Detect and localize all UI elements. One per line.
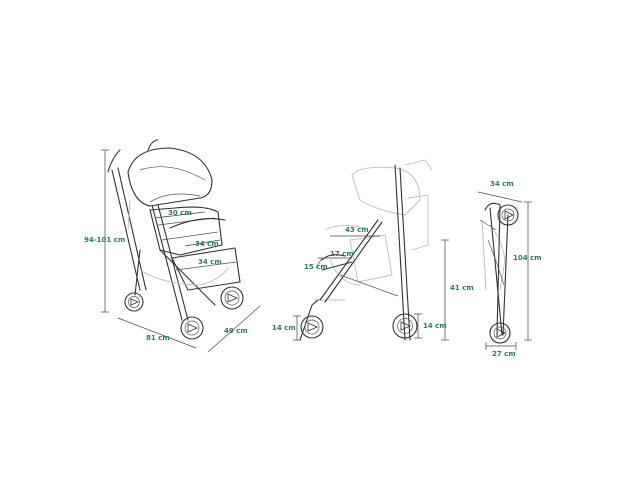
front-angled-view: 94-101 cm 30 cm 34 cm 34 cm 81 cm 49 cm — [84, 139, 261, 353]
label-folded-width-27: 27 cm — [492, 350, 516, 358]
folded-top-wheel-icon — [497, 204, 519, 226]
front-left-wheel-icon — [180, 316, 204, 340]
side-stroller-drawing — [299, 159, 433, 341]
side-rear-wheel-icon — [392, 313, 418, 339]
label-front-wheel-14: 14 cm — [272, 324, 296, 332]
front-dimension-lines — [101, 149, 261, 353]
label-footrest-15: 15 cm — [304, 263, 328, 271]
side-view: 43 cm 17 cm 15 cm 41 cm 14 cm 14 cm — [272, 159, 474, 341]
canopy-icon — [127, 147, 213, 207]
side-dimension-lines — [293, 235, 449, 341]
folded-bottom-wheel-icon — [489, 322, 511, 344]
folded-view: 34 cm 104 cm 27 cm — [477, 180, 542, 358]
label-seat-height-41: 41 cm — [450, 284, 474, 292]
label-seat-depth-34: 34 cm — [195, 240, 219, 248]
label-seat-width-30: 30 cm — [168, 209, 192, 217]
label-height-94-101: 94-101 cm — [84, 236, 125, 244]
folded-stroller-drawing — [479, 202, 519, 344]
label-rear-wheel-14: 14 cm — [423, 322, 447, 330]
label-width-81: 81 cm — [146, 334, 170, 342]
rear-left-wheel-icon — [124, 292, 144, 312]
label-backrest-34: 34 cm — [198, 258, 222, 266]
label-seat-17: 17 cm — [330, 250, 354, 258]
label-depth-49: 49 cm — [224, 327, 248, 335]
side-front-wheel-icon — [300, 315, 324, 339]
front-stroller-drawing — [107, 139, 244, 340]
label-folded-depth-34: 34 cm — [490, 180, 514, 188]
label-folded-height-104: 104 cm — [513, 254, 542, 262]
front-right-wheel-icon — [220, 286, 244, 310]
folded-dimension-lines — [477, 191, 532, 350]
label-length-43: 43 cm — [345, 226, 369, 234]
